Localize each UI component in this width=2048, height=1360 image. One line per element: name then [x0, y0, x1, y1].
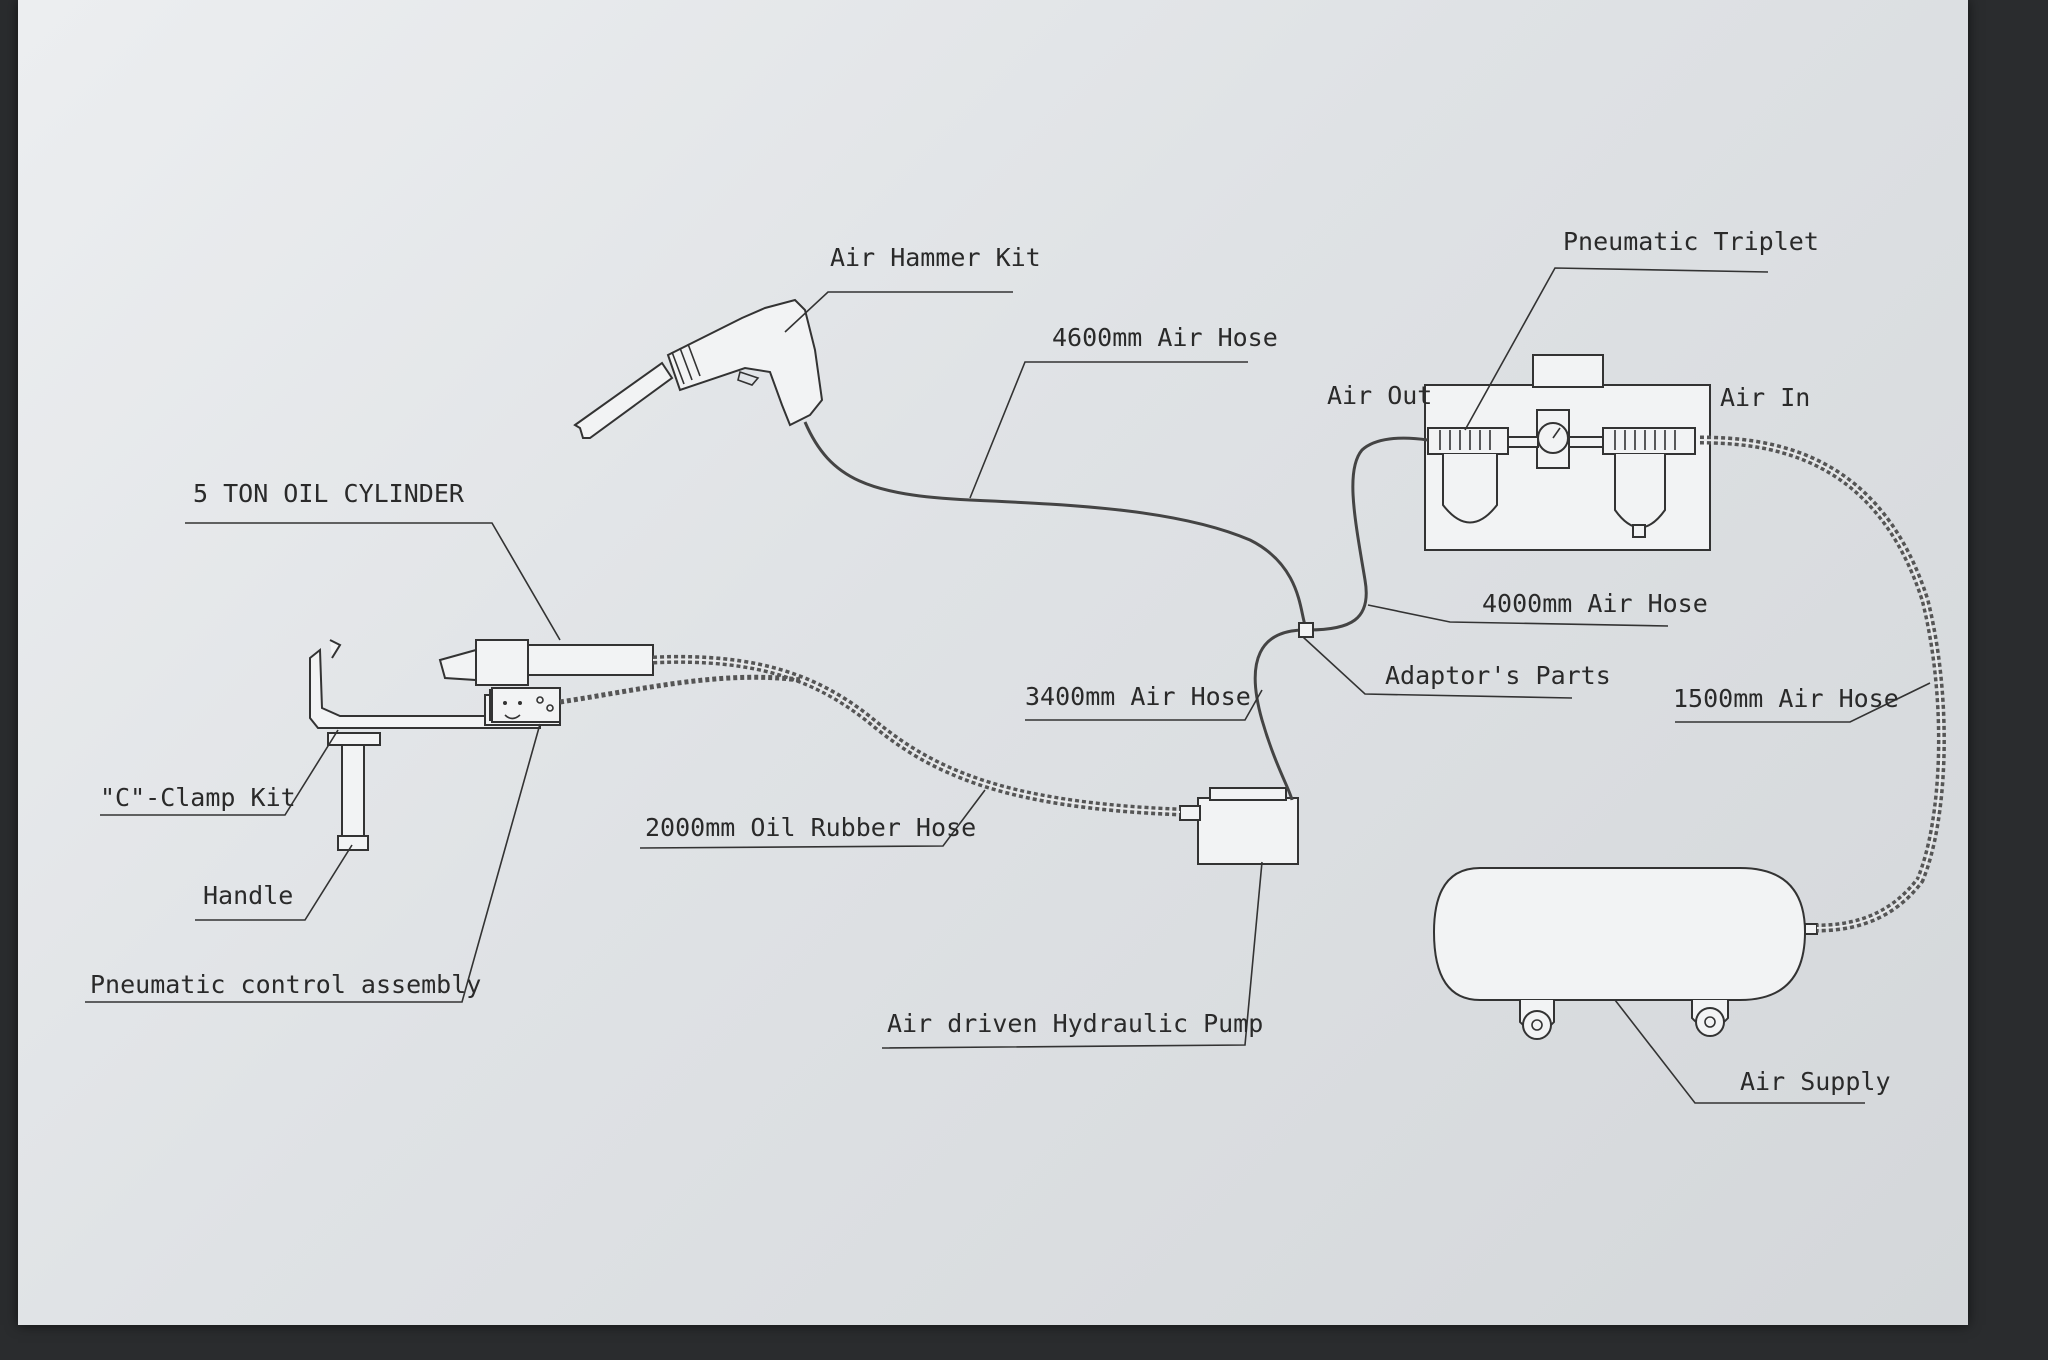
labels: Air Hammer Kit 4600mm Air Hose Pneumatic…	[90, 227, 1899, 1096]
pneumatic-triplet	[1424, 354, 1711, 551]
air-hammer	[573, 298, 824, 439]
label-2000mm-oil-rubber-hose: 2000mm Oil Rubber Hose	[645, 813, 976, 842]
label-adaptors-parts: Adaptor's Parts	[1385, 661, 1611, 690]
label-air-driven-hydraulic-pump: Air driven Hydraulic Pump	[887, 1009, 1263, 1038]
label-air-supply: Air Supply	[1740, 1067, 1891, 1096]
label-c-clamp-kit: "C"-Clamp Kit	[100, 783, 296, 812]
label-pneumatic-control-assembly: Pneumatic control assembly	[90, 970, 481, 999]
label-air-in: Air In	[1720, 383, 1810, 412]
label-handle: Handle	[203, 881, 293, 910]
air-supply-tank	[1432, 867, 1818, 1040]
c-clamp-and-cylinder	[309, 639, 654, 851]
label-4000mm-air-hose: 4000mm Air Hose	[1482, 589, 1708, 618]
leader-lines	[85, 267, 1931, 1104]
label-3400mm-air-hose: 3400mm Air Hose	[1025, 682, 1251, 711]
hydraulic-pump	[1179, 787, 1299, 865]
label-4600mm-air-hose: 4600mm Air Hose	[1052, 323, 1278, 352]
label-air-hammer-kit: Air Hammer Kit	[830, 243, 1041, 272]
paper-sheet	[18, 0, 1968, 1325]
label-pneumatic-triplet: Pneumatic Triplet	[1563, 227, 1819, 256]
hoses	[559, 421, 1946, 933]
label-5-ton-oil-cylinder: 5 TON OIL CYLINDER	[193, 479, 465, 508]
label-air-out: Air Out	[1327, 381, 1432, 410]
label-1500mm-air-hose: 1500mm Air Hose	[1673, 684, 1899, 713]
